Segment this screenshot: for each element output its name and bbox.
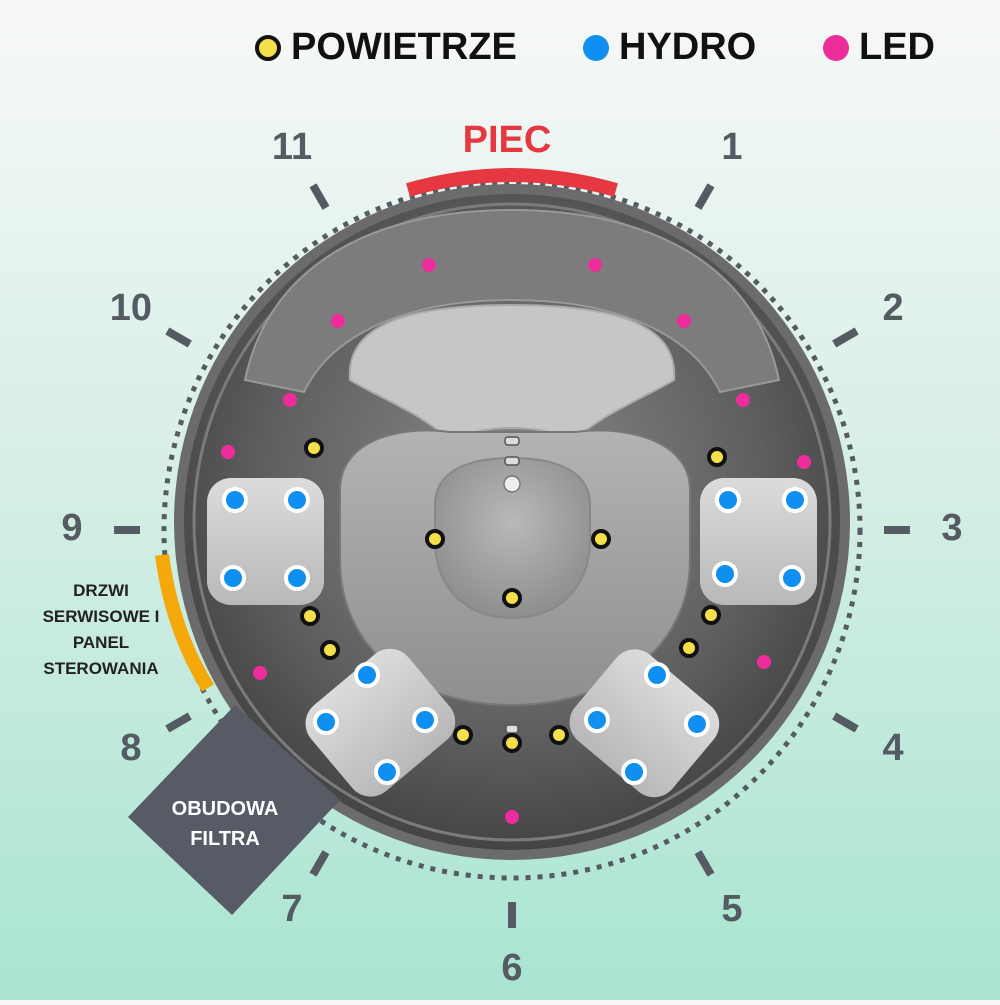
hydro-jet-dot [220,565,246,591]
clock-label: 4 [882,727,903,769]
lounge-seat [243,208,781,394]
hydro-dot-icon [583,34,609,61]
hydro-jet-dot [712,561,738,587]
jet-fixture [504,456,520,466]
clock-tick [165,712,192,733]
clock-tick [694,183,715,210]
led-dot-icon [823,34,849,61]
hydro-jet-dot [284,487,310,513]
clock-label: 8 [120,727,141,769]
hydro-jet-dot [782,487,808,513]
legend-item-hydro: HYDRO [583,26,756,69]
filter-label-line: FILTRA [190,828,260,850]
clock-tick [309,183,330,210]
legend: POWIETRZE HYDRO LED [255,26,945,70]
legend-hydro-label: HYDRO [619,26,757,68]
hydro-jet-dot [313,709,339,735]
jet-markers [220,258,811,824]
led-light-dot [283,393,297,407]
led-light-dot [253,666,267,680]
clock-ticks [114,183,910,928]
clock-tick [694,850,715,877]
air-jet-dot [453,725,473,745]
clock-label: 11 [272,126,312,168]
hydro-jet-dot [621,759,647,785]
air-jet-dot [502,588,522,608]
air-jet-dot [591,529,611,549]
clock-tick [165,327,192,348]
led-light-dot [422,258,436,272]
footwell-floor [434,456,591,620]
legend-item-led: LED [823,26,935,69]
clock-tick [309,850,330,877]
hydro-jet-dot [715,487,741,513]
service-door-line: SERWISOWE I [42,607,160,626]
seat-bottom-right [569,649,720,798]
clock-tick [832,327,859,348]
hydro-jet-dot [644,662,670,688]
hydro-jet-dot [779,565,805,591]
air-jet-dot [502,733,522,753]
air-jet-dot [320,640,340,660]
service-door-line: PANEL [72,633,130,652]
hydro-jet-dot [584,707,610,733]
clock-label: 7 [281,888,302,930]
service-door-line: DRZWI [73,581,129,600]
air-jet-dot [304,438,324,458]
clock-label: 2 [882,287,903,329]
jet-fixture [505,724,519,734]
led-light-dot [757,655,771,669]
air-jet-dot [425,529,445,549]
seat-bottom-left [305,648,456,797]
service-door-line: STEROWANIA [43,659,159,678]
led-light-dot [677,314,691,328]
hydro-jet-dot [284,565,310,591]
heater-arc [406,168,618,197]
hydro-jet-dot [412,707,438,733]
clock-label: 9 [61,507,82,549]
filter-label-line: OBUDOWA [171,798,279,820]
filter-housing [128,705,340,915]
led-light-dot [221,445,235,459]
hydro-jet-dot [222,487,248,513]
legend-item-air: POWIETRZE [255,26,517,69]
tub-inner-edge [192,202,832,842]
legend-air-label: POWIETRZE [291,26,517,68]
service-door-label: DRZWI SERWISOWE I PANEL STEROWANIA [28,578,174,682]
clock-tick [832,712,859,733]
hydro-jet-dot [354,662,380,688]
clock-label: 6 [501,947,522,989]
clock-labels: 1 2 3 4 5 6 7 8 9 10 11 [61,126,962,989]
air-jet-dot [679,638,699,658]
led-light-dot [505,810,519,824]
hydro-jet-dot [374,759,400,785]
dotted-ring [161,179,863,881]
drain-icon [503,475,521,493]
air-jet-dot [701,605,721,625]
air-jet-dot [549,725,569,745]
jet-fixture [504,436,520,446]
clock-label: 3 [941,507,962,549]
air-jet-dot [300,606,320,626]
hydro-jet-dot [684,711,710,737]
air-dot-icon [255,34,281,61]
air-jet-dot [707,447,727,467]
service-door-arc [155,554,214,692]
clock-label: 5 [721,888,742,930]
clock-label: 10 [110,287,152,329]
filter-housing-label: OBUDOWA FILTRA [150,794,300,854]
led-light-dot [331,314,345,328]
led-light-dot [797,455,811,469]
heater-label: PIEC [463,119,552,161]
led-light-dot [588,258,602,272]
clock-label: 1 [721,126,742,168]
led-light-dot [736,393,750,407]
legend-led-label: LED [859,26,935,68]
